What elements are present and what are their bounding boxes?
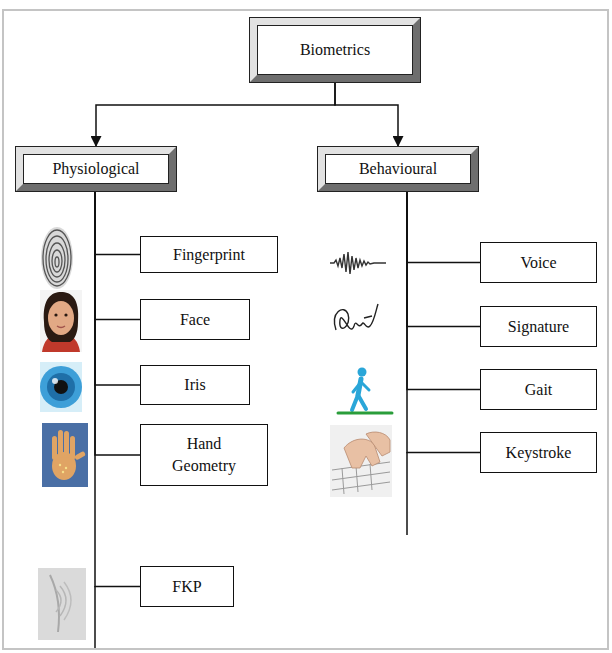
category-box: Behavioural xyxy=(318,147,478,191)
gait-icon xyxy=(338,368,392,414)
trait-box: Signature xyxy=(480,306,597,347)
trait-box: Gait xyxy=(480,369,597,410)
trait-box: Hand Geometry xyxy=(140,424,268,486)
trunk-extension xyxy=(406,452,408,535)
node-label: Biometrics xyxy=(300,39,370,61)
root-box: Biometrics xyxy=(250,18,420,82)
trait-box: Iris xyxy=(140,365,250,405)
hand-geometry-icon xyxy=(42,423,88,487)
tree-line xyxy=(95,191,140,587)
voice-waveform xyxy=(330,252,386,274)
node-label: Behavioural xyxy=(359,158,437,180)
trait-box: Fingerprint xyxy=(140,236,278,273)
signature-icon xyxy=(335,304,378,330)
node-label: Signature xyxy=(508,316,569,338)
category-box: Physiological xyxy=(16,147,176,191)
iris-icon xyxy=(40,362,82,412)
node-label: Physiological xyxy=(52,158,139,180)
node-label: Fingerprint xyxy=(173,244,245,266)
keystroke-icon xyxy=(330,425,392,497)
node-label: Keystroke xyxy=(506,442,572,464)
node-label: Iris xyxy=(184,374,205,396)
tree-line xyxy=(95,191,140,255)
outer-frame xyxy=(3,10,608,649)
tree-line xyxy=(407,191,480,327)
node-label: Face xyxy=(180,309,210,331)
trunk-extension xyxy=(94,586,96,648)
node-label: FKP xyxy=(172,576,201,598)
trait-box: FKP xyxy=(140,566,234,607)
arrow-connector xyxy=(335,82,398,147)
face-photo xyxy=(40,290,82,352)
tree-line xyxy=(95,191,140,320)
trait-box: Keystroke xyxy=(480,432,597,473)
tree-line xyxy=(407,191,480,453)
trait-box: Voice xyxy=(480,242,597,283)
tree-line xyxy=(407,191,480,263)
node-label: Hand Geometry xyxy=(159,433,249,476)
node-label: Voice xyxy=(520,252,556,274)
tree-line xyxy=(95,191,140,455)
fkp-icon xyxy=(38,568,86,640)
arrow-connector xyxy=(96,82,335,147)
fingerprint-icon xyxy=(41,227,73,289)
tree-line xyxy=(407,191,480,390)
trait-box: Face xyxy=(140,299,250,340)
node-label: Gait xyxy=(525,379,553,401)
tree-line xyxy=(95,191,140,385)
